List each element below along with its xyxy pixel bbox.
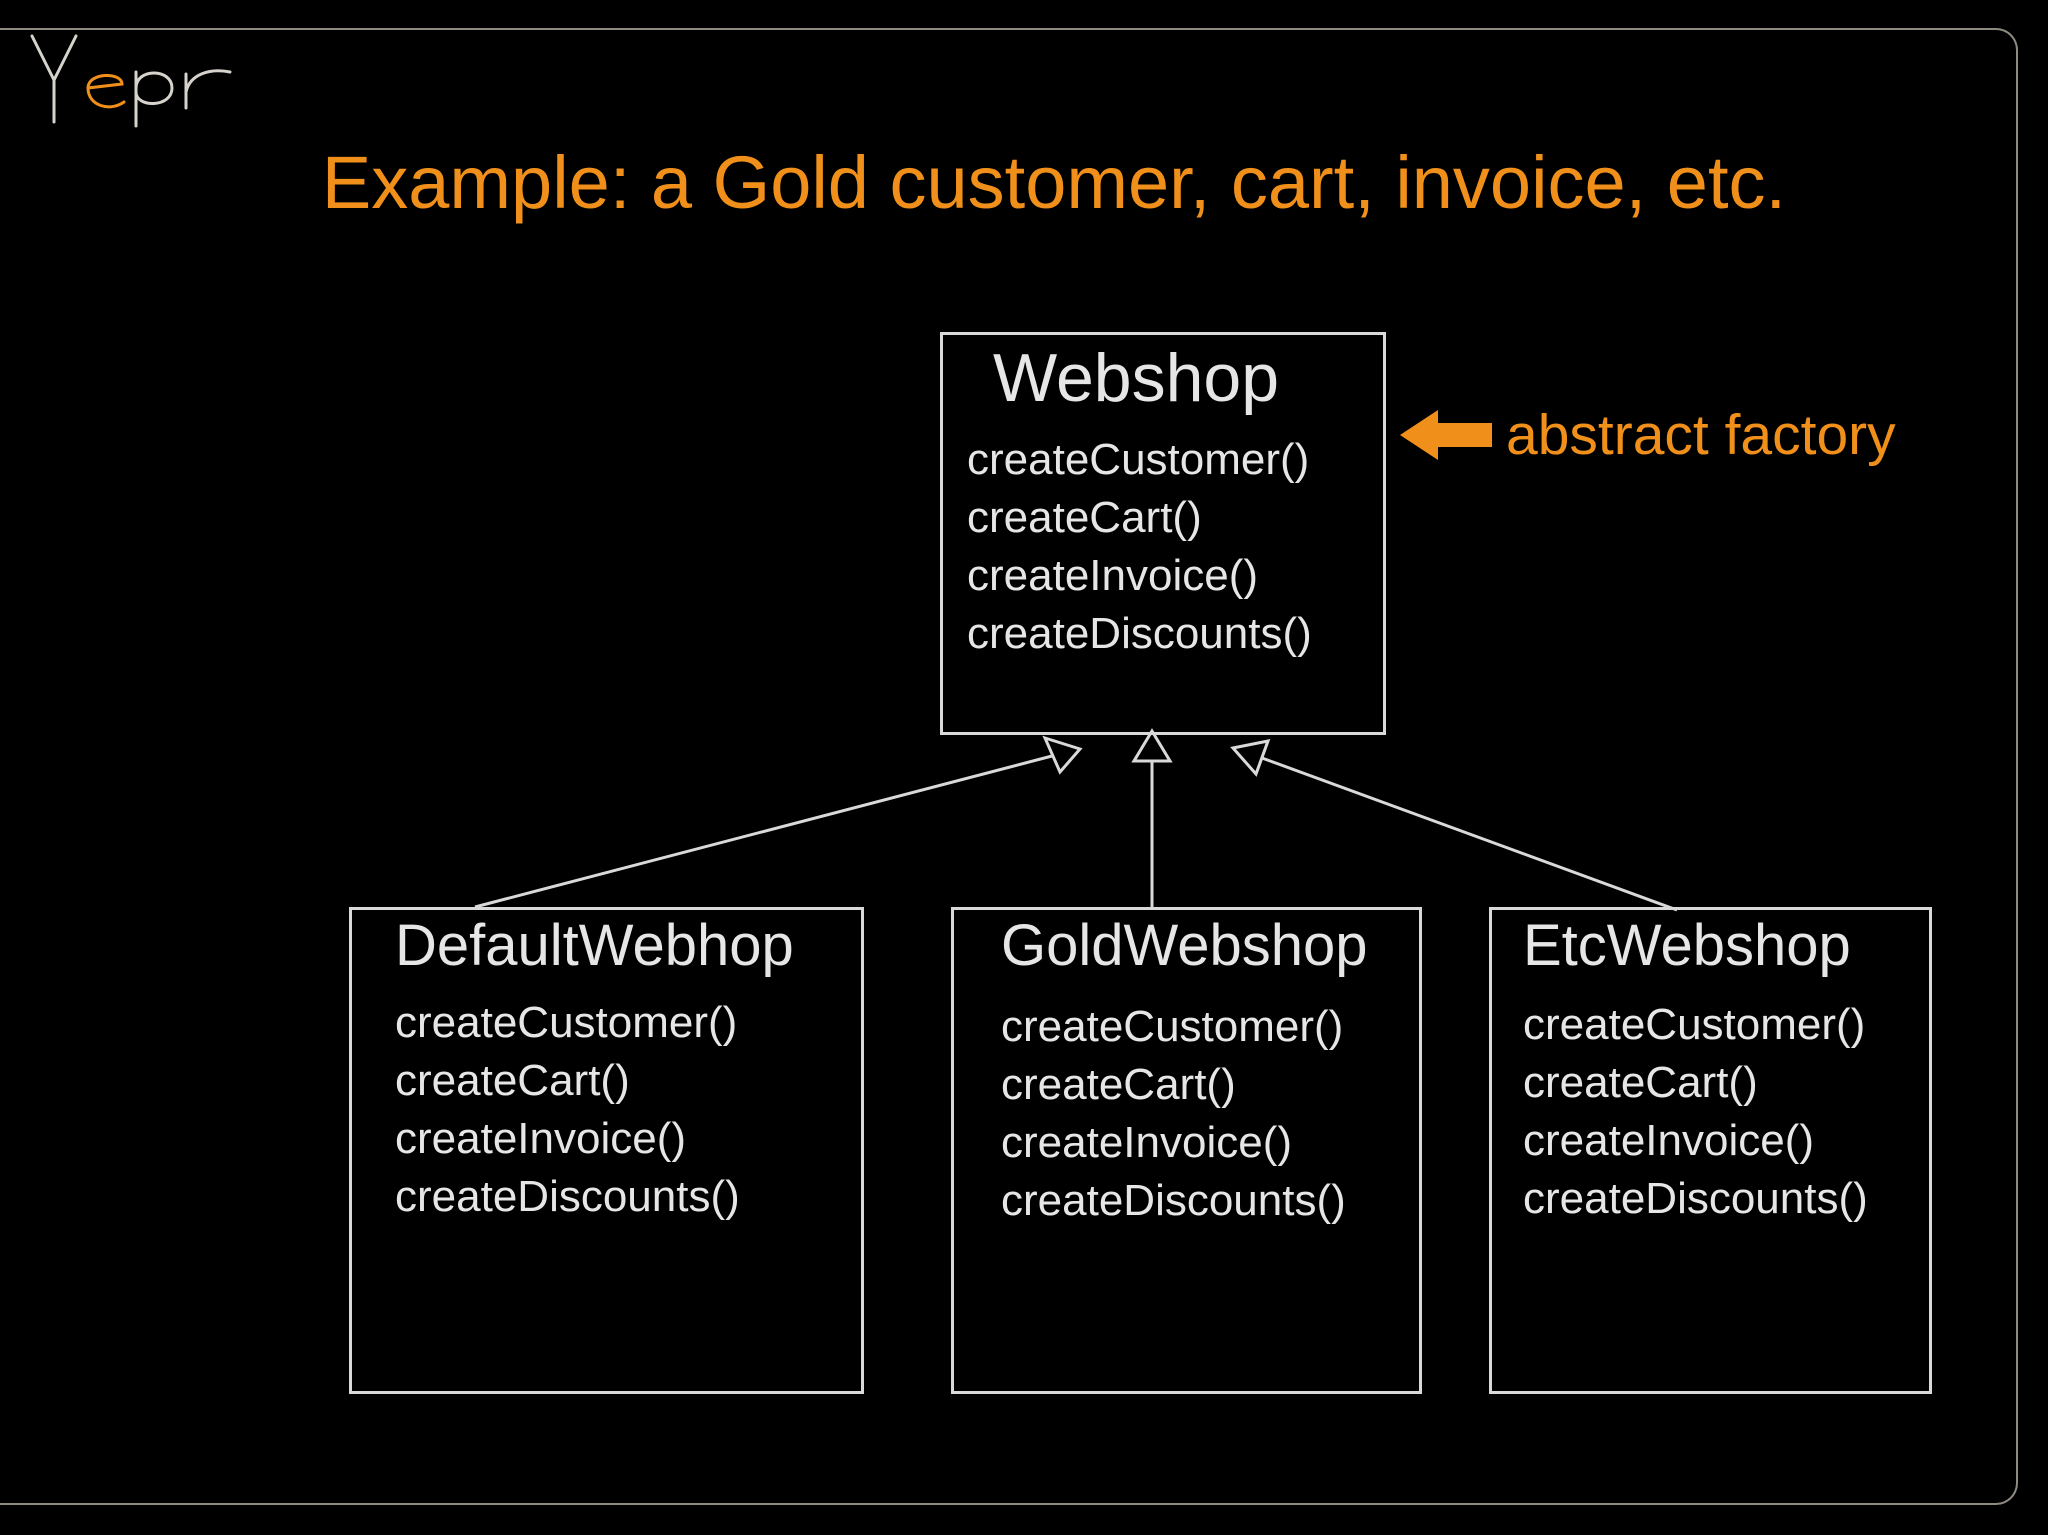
method-item: createDiscounts() <box>1001 1176 1346 1225</box>
method-item: createDiscounts() <box>395 1172 740 1221</box>
method-list: createCustomer() createCart() createInvo… <box>1523 996 1868 1228</box>
arrow-left-icon <box>1400 410 1492 460</box>
etc-webshop-class-box: EtcWebshop createCustomer() createCart()… <box>1489 907 1932 1394</box>
method-item: createDiscounts() <box>1523 1174 1868 1223</box>
connector-default-webhop <box>474 754 1053 909</box>
method-item: createInvoice() <box>1523 1116 1815 1165</box>
callout-label: abstract factory <box>1506 403 1896 467</box>
method-item: createInvoice() <box>1001 1118 1293 1167</box>
method-item: createCustomer() <box>395 998 738 1047</box>
inheritance-arrowhead-icon <box>1042 735 1083 775</box>
inheritance-arrowhead-icon <box>1230 739 1271 777</box>
method-list: createCustomer() createCart() createInvo… <box>395 994 740 1226</box>
default-webhop-class-box: DefaultWebhop createCustomer() createCar… <box>349 907 864 1394</box>
class-name: Webshop <box>993 340 1280 416</box>
webshop-class-box: Webshop createCustomer() createCart() cr… <box>940 332 1386 735</box>
inheritance-arrowhead-icon <box>1131 728 1173 763</box>
class-name: GoldWebshop <box>1001 913 1368 978</box>
slide-title: Example: a Gold customer, cart, invoice,… <box>321 141 1787 224</box>
slide-frame <box>0 28 2018 1505</box>
method-list: createCustomer() createCart() createInvo… <box>967 431 1312 663</box>
method-list: createCustomer() createCart() createInvo… <box>1001 998 1346 1230</box>
method-item: createCart() <box>967 493 1202 542</box>
method-item: createDiscounts() <box>967 609 1312 658</box>
method-item: createCustomer() <box>1523 1000 1866 1049</box>
yepr-logo <box>24 22 234 132</box>
method-item: createCustomer() <box>1001 1002 1344 1051</box>
method-item: createInvoice() <box>967 551 1259 600</box>
method-item: createCart() <box>395 1056 630 1105</box>
gold-webshop-class-box: GoldWebshop createCustomer() createCart(… <box>951 907 1422 1394</box>
method-item: createCustomer() <box>967 435 1310 484</box>
connector-etc-webshop <box>1261 756 1678 912</box>
class-name: DefaultWebhop <box>395 913 794 978</box>
class-name: EtcWebshop <box>1523 913 1851 978</box>
method-item: createInvoice() <box>395 1114 687 1163</box>
method-item: createCart() <box>1523 1058 1758 1107</box>
method-item: createCart() <box>1001 1060 1236 1109</box>
abstract-factory-callout: abstract factory <box>1398 395 1896 475</box>
